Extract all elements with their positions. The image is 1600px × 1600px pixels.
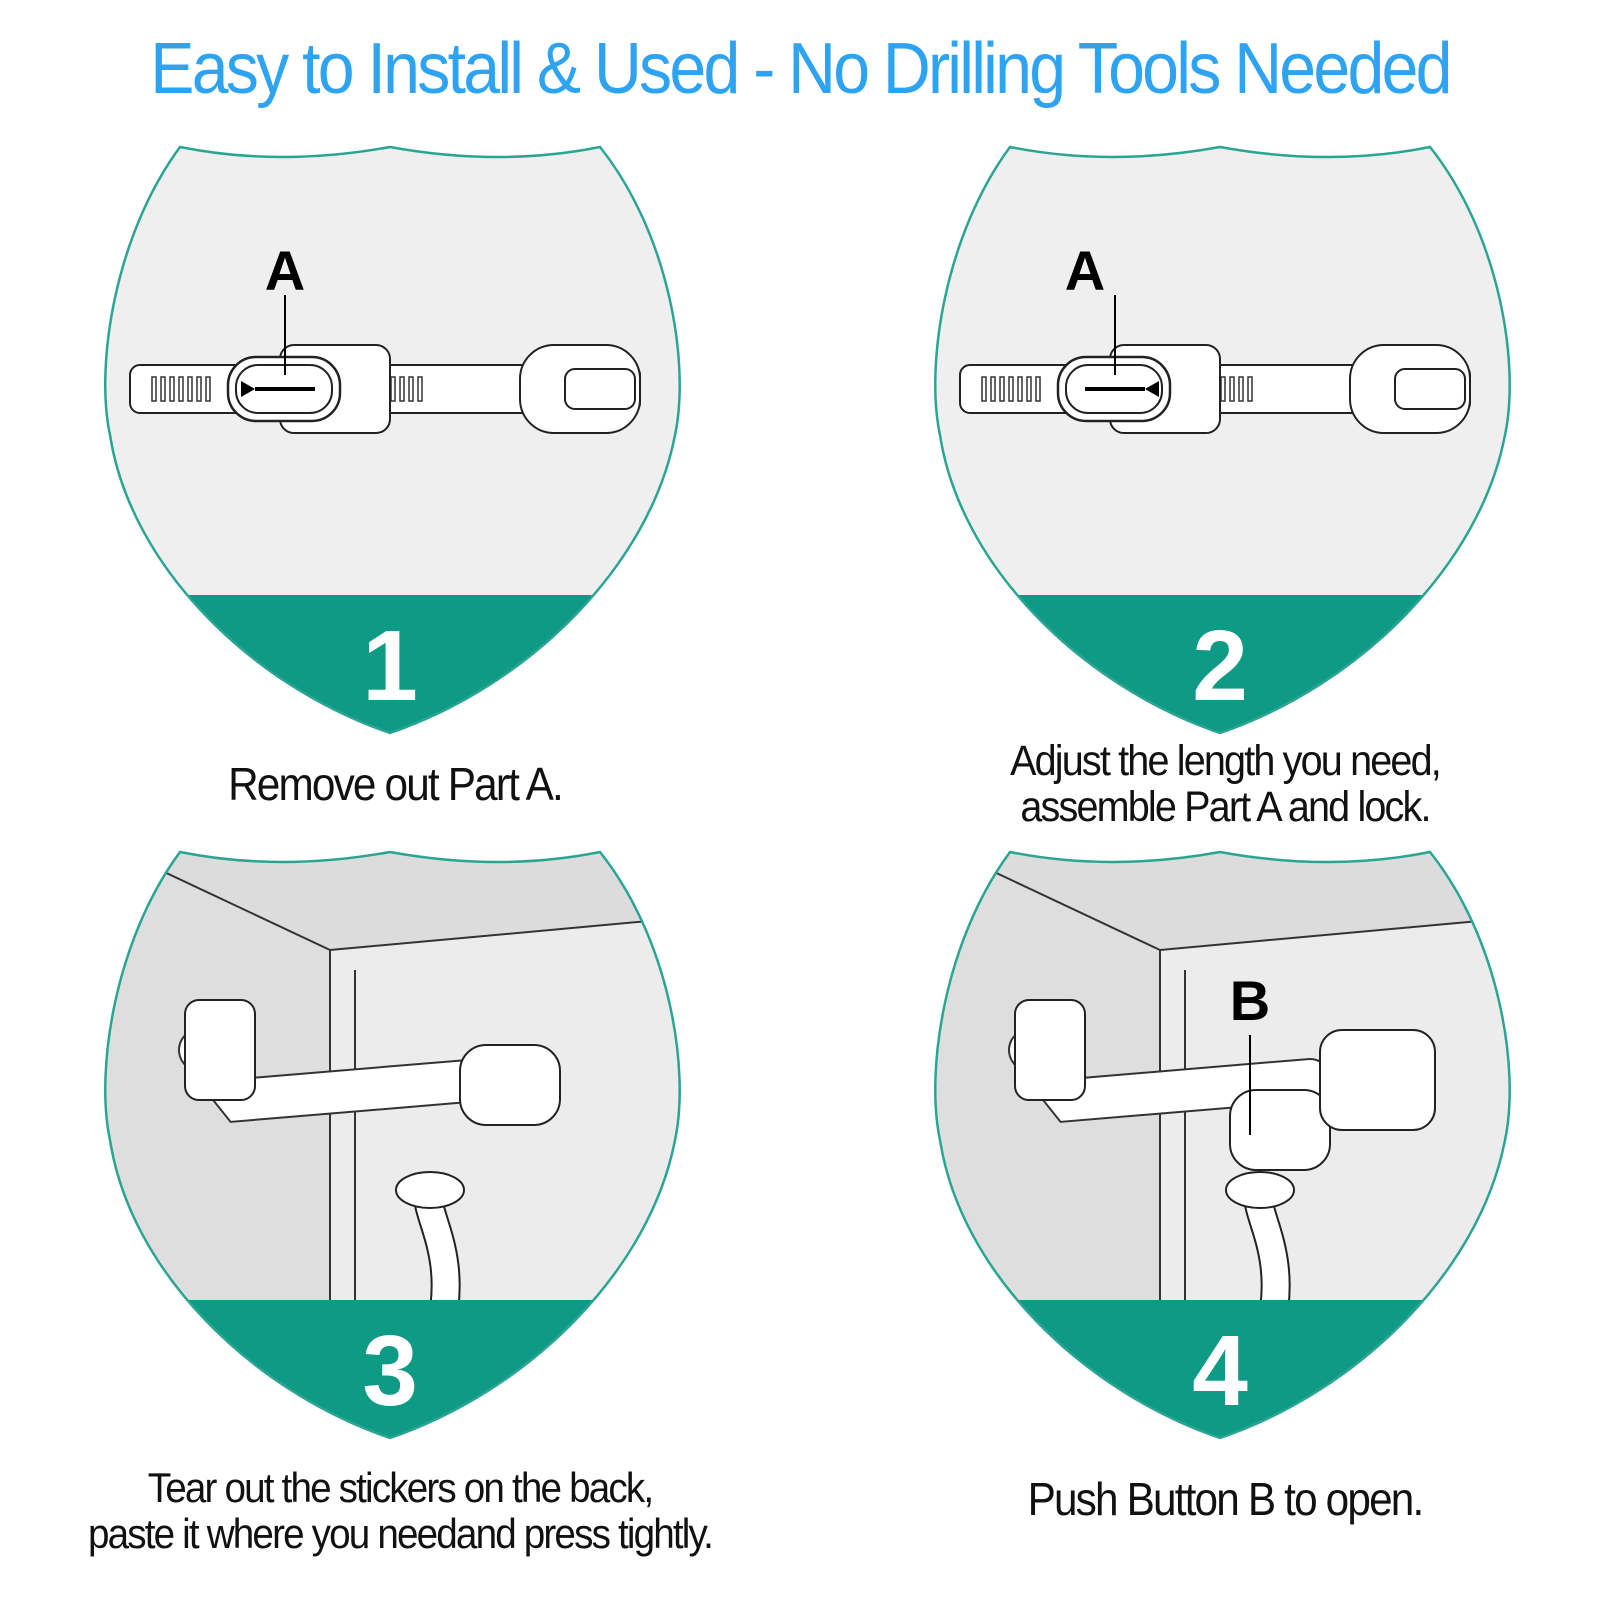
step-4-caption: Push Button B to open. — [926, 1475, 1524, 1523]
hook-base — [395, 1171, 465, 1209]
strap-ridge — [999, 376, 1005, 402]
caption-line: Push Button B to open. — [1027, 1473, 1425, 1525]
strap-ridge — [1035, 376, 1041, 402]
part-label: A — [1065, 239, 1105, 302]
caption-line: Remove out Part A. — [228, 758, 564, 810]
step-number: 2 — [1192, 610, 1248, 722]
step-number: 4 — [1192, 1315, 1248, 1427]
strap-ridge — [417, 376, 423, 402]
strap-ridge — [1229, 376, 1235, 402]
part-label: B — [1230, 969, 1270, 1032]
button-b — [564, 368, 636, 410]
step-3-shield: 3 — [100, 850, 690, 1450]
strap-ridge — [408, 376, 414, 402]
button-b — [1394, 368, 1466, 410]
step-number: 3 — [362, 1315, 418, 1427]
caption-line: Adjust the length you need, — [1010, 737, 1442, 785]
strap-ridge — [1238, 376, 1244, 402]
part-label: A — [265, 239, 305, 302]
mount-plate — [1319, 1029, 1436, 1131]
lock-body — [459, 1044, 561, 1126]
strap-ridge — [196, 376, 202, 402]
shield-outline — [104, 145, 681, 735]
strap-ridge — [990, 376, 996, 402]
strap-ridge — [1017, 376, 1023, 402]
page-title: Easy to Install & Used - No Drilling Too… — [150, 29, 1452, 109]
step-2-caption: Adjust the length you need, assemble Par… — [926, 738, 1524, 830]
buckle — [1014, 999, 1086, 1101]
step-3-caption: Tear out the stickers on the back, paste… — [50, 1465, 749, 1557]
lock-body — [1229, 1089, 1331, 1171]
step-number: 1 — [362, 610, 418, 722]
strap-ridge — [151, 376, 157, 402]
strap-ridge — [399, 376, 405, 402]
hook-base — [1225, 1171, 1295, 1209]
strap-ridge — [981, 376, 987, 402]
shield-outline — [934, 145, 1511, 735]
step-1-caption: Remove out Part A. — [119, 760, 671, 808]
strap-ridge — [1008, 376, 1014, 402]
buckle — [184, 999, 256, 1101]
strap-ridge — [160, 376, 166, 402]
caption-line: assemble Part A and lock. — [1020, 783, 1431, 831]
strap-ridge — [1247, 376, 1253, 402]
caption-line: Tear out the stickers on the back, — [147, 1464, 654, 1511]
arrowhead-icon — [1145, 381, 1159, 397]
strap-ridge — [1026, 376, 1032, 402]
strap-ridge — [187, 376, 193, 402]
strap-ridge — [169, 376, 175, 402]
shield-outline — [104, 850, 681, 1440]
caption-line: paste it where you needand press tightly… — [87, 1510, 714, 1557]
strap-ridge — [178, 376, 184, 402]
arrowhead-icon — [241, 381, 255, 397]
strap-ridge — [205, 376, 211, 402]
shield-outline — [934, 850, 1511, 1440]
